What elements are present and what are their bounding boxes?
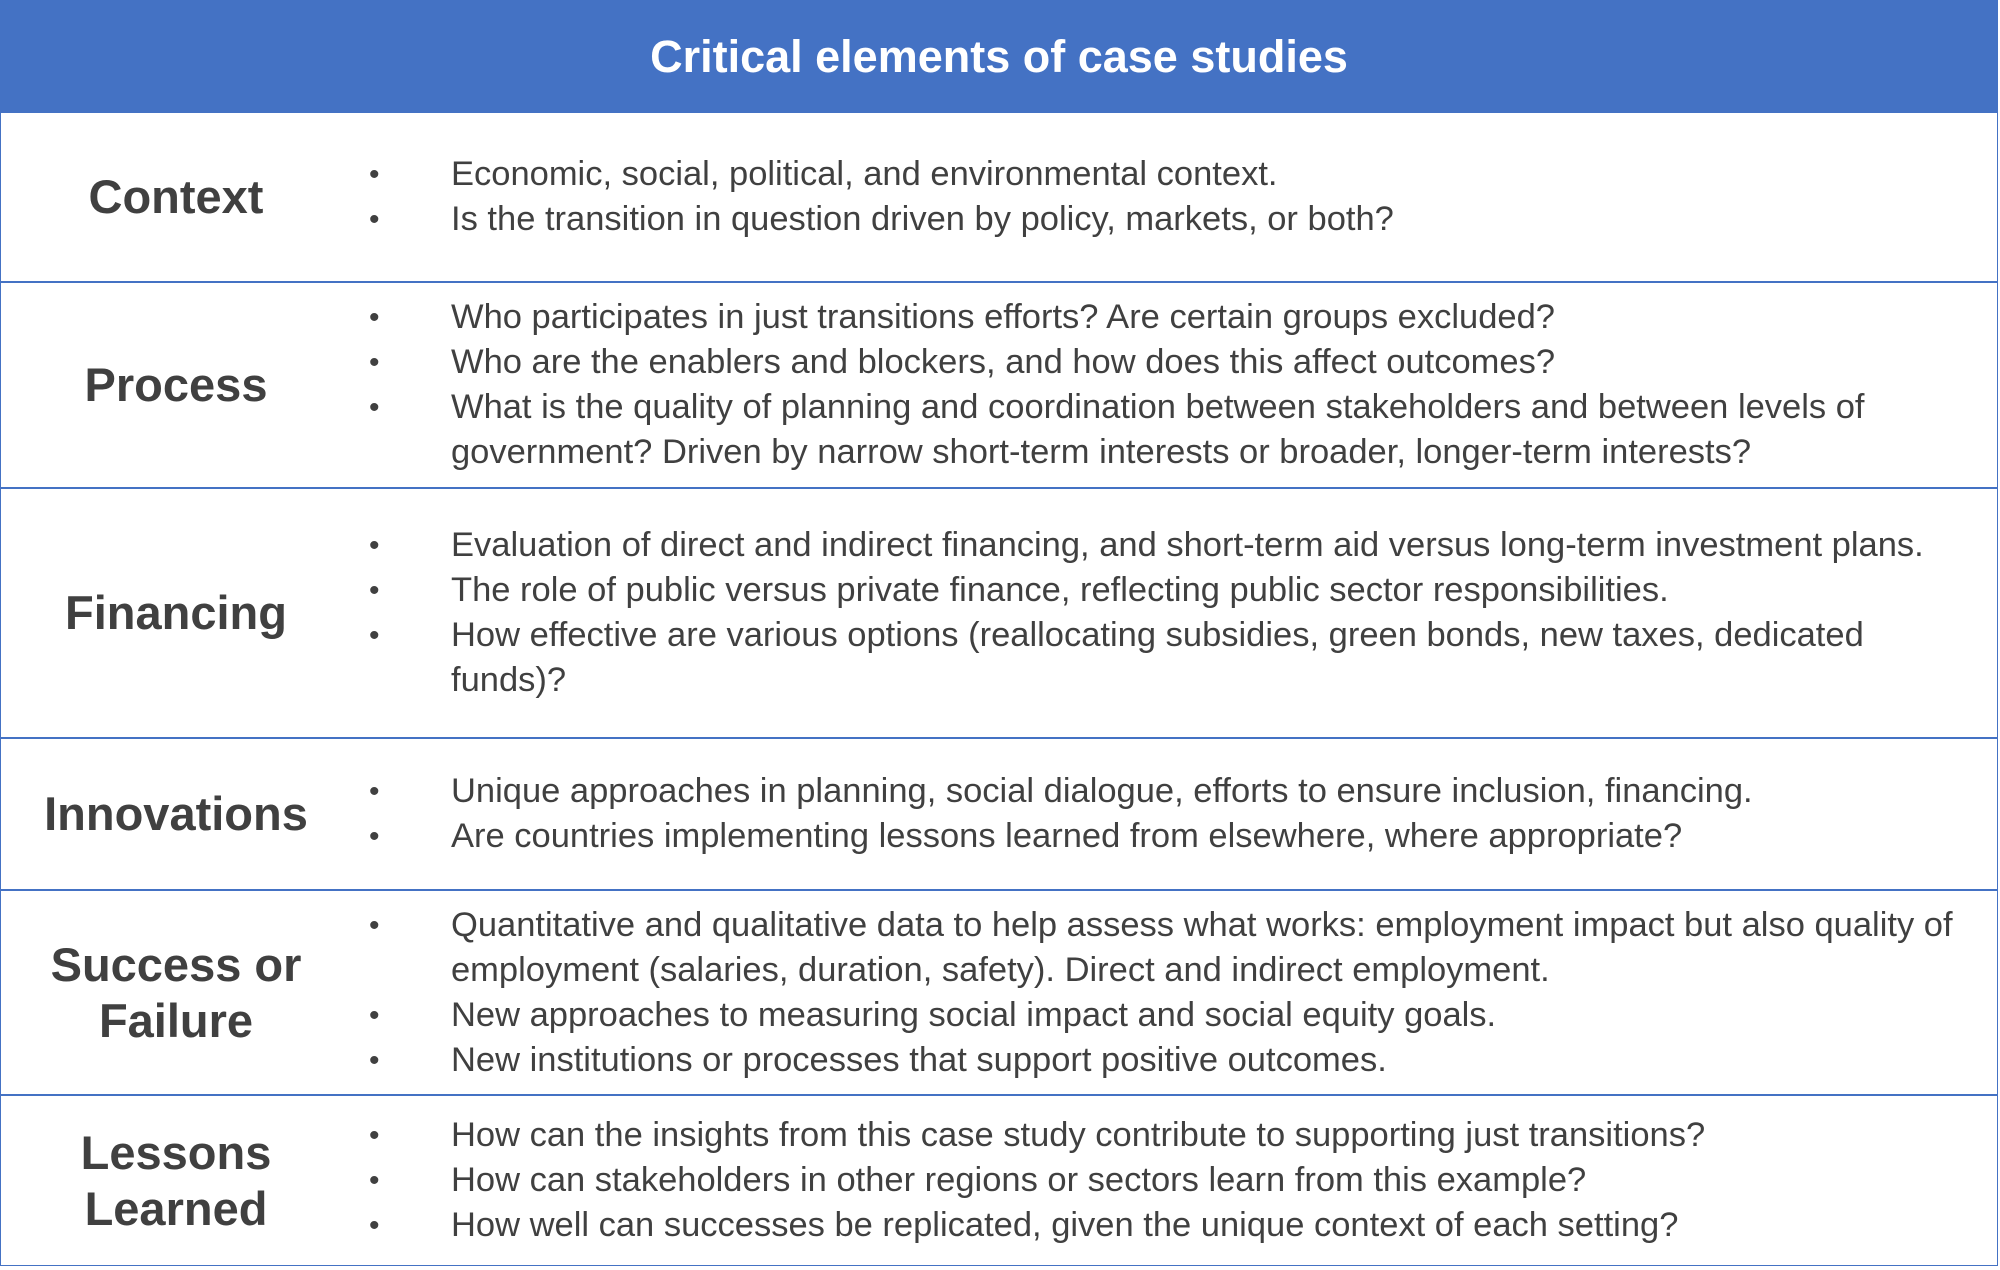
list-item-text: How effective are various options (reall… xyxy=(451,616,1864,699)
list-item: • What is the quality of planning and coo… xyxy=(351,385,1973,475)
list-item-text: New institutions or processes that suppo… xyxy=(451,1040,1387,1079)
bullet-icon: • xyxy=(369,346,380,379)
list-item: • Unique approaches in planning, social d… xyxy=(351,769,1973,814)
list-item-text: Who participates in just transitions eff… xyxy=(451,298,1555,336)
table-row-context: Context • Economic, social, political, an… xyxy=(1,113,1997,283)
bullet-icon: • xyxy=(369,1164,380,1197)
bullet-list: • Evaluation of direct and indirect finan… xyxy=(351,523,1973,703)
list-item: • Quantitative and qualitative data to he… xyxy=(351,903,1973,993)
bullet-list: • How can the insights from this case stu… xyxy=(351,1113,1973,1248)
list-item: • The role of public versus private finan… xyxy=(351,568,1973,613)
row-body-context: • Economic, social, political, and enviro… xyxy=(351,113,1997,281)
row-body-lessons-learned: • How can the insights from this case stu… xyxy=(351,1096,1997,1265)
list-item-text: How can the insights from this case stud… xyxy=(451,1116,1706,1154)
list-item-text: The role of public versus private financ… xyxy=(451,571,1669,609)
list-item-text: Is the transition in question driven by … xyxy=(451,200,1394,238)
list-item: • Economic, social, political, and enviro… xyxy=(351,152,1973,197)
list-item: • Who participates in just transitions ef… xyxy=(351,295,1973,340)
list-item-text: How can stakeholders in other regions or… xyxy=(451,1161,1587,1199)
row-label-lessons-learned: Lessons Learned xyxy=(80,1125,272,1235)
list-item: • New institutions or processes that supp… xyxy=(351,1038,1973,1083)
bullet-icon: • xyxy=(369,391,380,424)
list-item: • How can stakeholders in other regions o… xyxy=(351,1158,1973,1203)
table-row-success-or-failure: Success or Failure • Quantitative and qua… xyxy=(1,891,1997,1096)
list-item-text: Who are the enablers and blockers, and h… xyxy=(451,343,1556,381)
list-item: • Evaluation of direct and indirect finan… xyxy=(351,523,1973,568)
list-item-text: Quantitative and qualitative data to hel… xyxy=(451,905,1953,989)
row-label-financing: Financing xyxy=(65,586,287,639)
list-item-text: How well can successes be replicated, gi… xyxy=(451,1206,1679,1244)
bullet-icon: • xyxy=(369,820,380,853)
table-row-innovations: Innovations • Unique approaches in planni… xyxy=(1,739,1997,891)
bullet-list: • Unique approaches in planning, social d… xyxy=(351,769,1973,859)
list-item-text: New approaches to measuring social impac… xyxy=(451,995,1497,1034)
table-row-lessons-learned: Lessons Learned • How can the insights fr… xyxy=(1,1096,1997,1265)
row-body-process: • Who participates in just transitions ef… xyxy=(351,283,1997,487)
row-label-context: Context xyxy=(88,170,264,223)
bullet-list: • Who participates in just transitions ef… xyxy=(351,295,1973,475)
row-label-innovations: Innovations xyxy=(44,787,308,840)
row-body-success-or-failure: • Quantitative and qualitative data to he… xyxy=(351,891,1997,1094)
bullet-icon: • xyxy=(369,529,380,562)
list-item-text: Evaluation of direct and indirect financ… xyxy=(451,526,1924,564)
bullet-list: • Economic, social, political, and enviro… xyxy=(351,152,1973,242)
bullet-icon: • xyxy=(369,998,380,1032)
list-item: • How effective are various options (real… xyxy=(351,613,1973,703)
list-item: • Who are the enablers and blockers, and … xyxy=(351,340,1973,385)
bullet-icon: • xyxy=(369,619,380,652)
table-title: Critical elements of case studies xyxy=(1,1,1997,113)
row-label-success-or-failure: Success or Failure xyxy=(50,937,302,1047)
row-body-innovations: • Unique approaches in planning, social d… xyxy=(351,739,1997,889)
list-item: • New approaches to measuring social impa… xyxy=(351,993,1973,1038)
table-row-process: Process • Who participates in just transi… xyxy=(1,283,1997,489)
list-item: • Is the transition in question driven by… xyxy=(351,197,1973,242)
bullet-icon: • xyxy=(369,158,380,191)
bullet-icon: • xyxy=(369,301,380,334)
bullet-icon: • xyxy=(369,574,380,607)
bullet-icon: • xyxy=(369,1119,380,1152)
row-label-process: Process xyxy=(84,358,268,411)
list-item-text: Unique approaches in planning, social di… xyxy=(451,772,1753,810)
bullet-icon: • xyxy=(369,1209,380,1242)
list-item-text: Are countries implementing lessons learn… xyxy=(451,817,1683,855)
list-item: • How well can successes be replicated, g… xyxy=(351,1203,1973,1248)
bullet-icon: • xyxy=(369,908,380,942)
list-item: • Are countries implementing lessons lear… xyxy=(351,814,1973,859)
bullet-list: • Quantitative and qualitative data to he… xyxy=(351,903,1973,1083)
list-item: • How can the insights from this case stu… xyxy=(351,1113,1973,1158)
bullet-icon: • xyxy=(369,775,380,808)
bullet-icon: • xyxy=(369,203,380,236)
list-item-text: What is the quality of planning and coor… xyxy=(451,388,1865,471)
bullet-icon: • xyxy=(369,1043,380,1077)
list-item-text: Economic, social, political, and environ… xyxy=(451,155,1278,193)
row-body-financing: • Evaluation of direct and indirect finan… xyxy=(351,489,1997,737)
table-row-financing: Financing • Evaluation of direct and indi… xyxy=(1,489,1997,739)
